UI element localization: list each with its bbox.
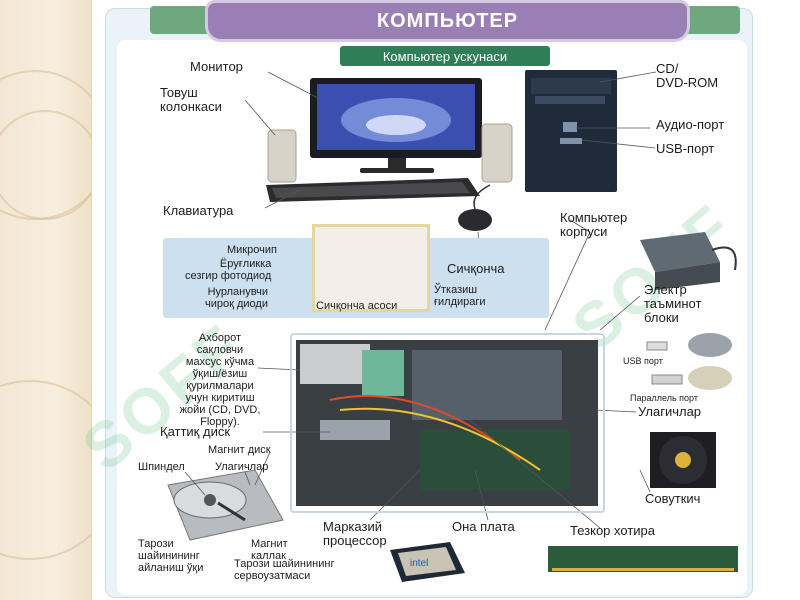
label-hard-disk: Қаттиқ диск [160, 424, 231, 439]
label-speakers: Товуш колонкаси [160, 85, 222, 114]
label-mouse: Сичқонча [447, 261, 505, 276]
label-microchip: Микрочип [227, 244, 277, 256]
cooler-illustration [650, 432, 716, 488]
mouse-illustration [458, 184, 492, 231]
label-magnetic-head: Магнит каллак [251, 538, 288, 562]
label-cd-dvd: CD/ DVD-ROM [656, 61, 719, 90]
psu-illustration [640, 232, 737, 290]
label-storage-bay: Ахборот сақловчи махсус кўчма ўқиш/ёзиш … [179, 332, 261, 428]
page-subtitle: Компьютер ускунаси [340, 46, 550, 66]
hard-disk-illustration [167, 469, 284, 541]
label-spindle: Шпиндел [138, 461, 185, 473]
case-photo-frame [290, 333, 605, 513]
cpu-illustration: intel [390, 542, 465, 582]
label-led: Нурланувчи чироқ диоди [205, 286, 268, 310]
label-cpu: Марказий процессор [323, 519, 387, 548]
monitor-illustration [310, 78, 482, 173]
label-audio-port: Аудио-порт [656, 117, 725, 132]
label-photodiode: Ёруғликка сезгир фотодиод [185, 258, 272, 282]
label-usb-small: USB порт [623, 356, 663, 366]
page-title: КОМПЬЮТЕР [205, 0, 690, 42]
label-psu: Электр таъминот блоки [644, 282, 702, 325]
label-motherboard: Она плата [452, 519, 515, 534]
label-magnetic-disk: Магнит диск [208, 444, 271, 456]
label-cooler: Совуткич [645, 491, 701, 506]
label-ram: Тезкор хотира [570, 523, 655, 538]
label-parallel-port: Параллель порт [630, 393, 698, 403]
label-keyboard: Клавиатура [163, 203, 234, 218]
ram-illustration [548, 546, 738, 572]
case-interior-illustration [296, 340, 598, 506]
tower-illustration [525, 70, 617, 192]
label-connectors: Улагичлар [638, 404, 702, 419]
label-mouse-base: Сичқонча асоси [316, 300, 398, 312]
leader-lines [184, 71, 657, 529]
label-usb-port: USB-порт [656, 141, 715, 156]
ports-illustration [646, 333, 732, 390]
label-case: Компьютер корпуси [560, 210, 628, 239]
label-connectors-hdd: Улагичлар [215, 461, 269, 473]
speakers-illustration [267, 123, 513, 183]
label-servo: Тарози шайинининг сервоузатмаси [234, 558, 335, 582]
label-scroll-wheel: Ўтказиш ғилдираги [434, 284, 486, 308]
label-arm-rotation: Тарози шайинининг айланиш ўқи [138, 538, 204, 574]
keyboard-illustration [266, 178, 480, 202]
label-monitor: Монитор [190, 59, 243, 74]
intel-logo-text: intel [410, 558, 428, 569]
mouse-photo-frame [312, 224, 430, 312]
left-decoration [0, 0, 92, 600]
